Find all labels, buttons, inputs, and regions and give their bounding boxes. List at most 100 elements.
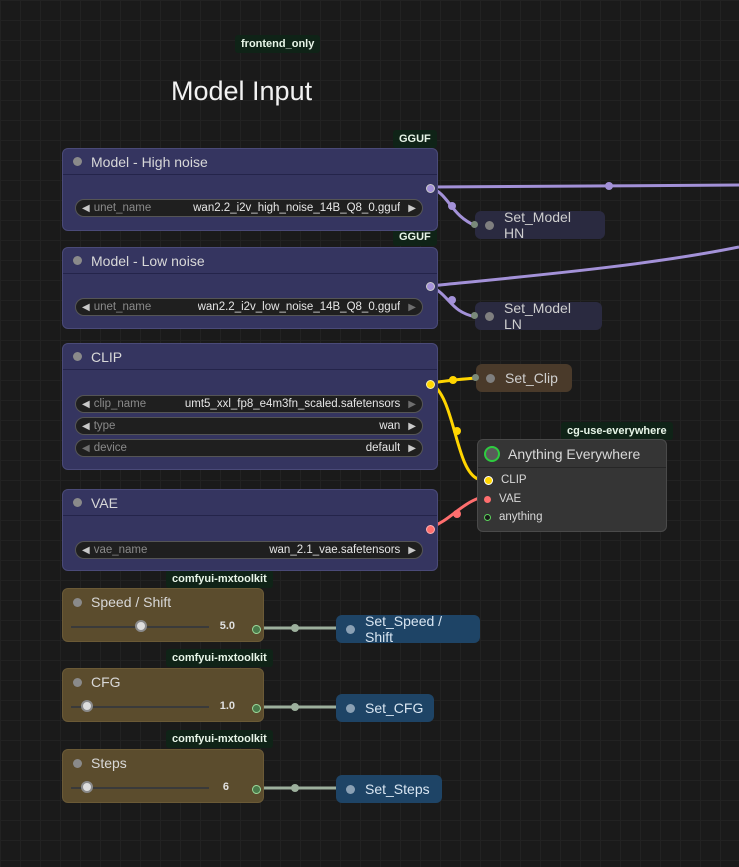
input-slot[interactable] [471, 312, 478, 319]
gguf-badge: GGUF [393, 130, 437, 148]
arrow-left-icon[interactable]: ◀ [82, 398, 90, 410]
input-slot[interactable] [472, 374, 479, 381]
input-vae[interactable]: VAE [484, 493, 521, 505]
arrow-left-icon[interactable]: ◀ [82, 544, 90, 556]
node-header[interactable]: Anything Everywhere [478, 440, 666, 468]
unet-name-combo[interactable]: ◀ unet_name wan2.2_i2v_high_noise_14B_Q8… [75, 199, 423, 217]
clip-name-combo[interactable]: ◀ clip_name umt5_xxl_fp8_e4m3fn_scaled.s… [75, 395, 423, 413]
node-header[interactable]: Steps [63, 750, 263, 776]
arrow-left-icon[interactable]: ◀ [82, 202, 90, 214]
widget-label: vae_name [93, 544, 148, 556]
wire-model-low-main [429, 245, 739, 288]
arrow-right-icon[interactable]: ▶ [408, 420, 416, 432]
collapse-dot-icon[interactable] [73, 256, 82, 265]
model-output-slot[interactable] [426, 282, 435, 291]
collapse-dot-icon[interactable] [73, 758, 82, 768]
anything-everywhere-node[interactable]: Anything Everywhere CLIP VAE anything [477, 439, 667, 532]
arrow-right-icon[interactable]: ▶ [408, 544, 416, 556]
slider[interactable]: 6 [71, 778, 255, 798]
model-output-slot[interactable] [426, 184, 435, 193]
set-speed-shift-node[interactable]: Set_Speed / Shift [336, 613, 480, 645]
node-header[interactable]: Model - Low noise [63, 248, 437, 274]
input-slot[interactable] [471, 221, 478, 228]
arrow-left-icon[interactable]: ◀ [82, 442, 90, 454]
input-slot[interactable] [484, 513, 491, 521]
widget-value: wan [379, 420, 401, 432]
arrow-left-icon[interactable]: ◀ [82, 420, 90, 432]
cfg-node[interactable]: CFG 1.0 [62, 668, 264, 722]
input-label: anything [499, 511, 543, 523]
frontend-only-badge: frontend_only [235, 35, 321, 53]
slider[interactable]: 5.0 [71, 617, 255, 637]
node-header[interactable]: Model - High noise [63, 149, 437, 175]
output-slot[interactable] [252, 785, 261, 794]
set-cfg-node[interactable]: Set_CFG [336, 694, 434, 722]
node-title: Set_Model LN [504, 300, 571, 332]
arrow-right-icon[interactable]: ▶ [408, 202, 416, 214]
wire-reroute-dot [453, 510, 461, 518]
node-title: Set_Speed / Shift [365, 613, 443, 645]
widget-value: wan2.2_i2v_high_noise_14B_Q8_0.gguf [193, 202, 401, 214]
input-label: VAE [499, 493, 522, 505]
group-title[interactable]: Model Input [171, 76, 313, 106]
node-title: Anything Everywhere [508, 445, 641, 462]
slider-track[interactable] [71, 706, 209, 708]
arrow-right-icon[interactable]: ▶ [408, 301, 416, 313]
clip-output-slot[interactable] [426, 380, 435, 389]
clip-device-combo[interactable]: ◀ device default ▶ [75, 439, 423, 457]
model-low-noise-node[interactable]: Model - Low noise ◀ unet_name wan2.2_i2v… [62, 247, 438, 329]
vae-output-slot[interactable] [426, 525, 435, 534]
node-header[interactable]: VAE [63, 490, 437, 516]
node-header[interactable]: Speed / Shift [63, 589, 263, 615]
node-header[interactable]: CLIP [63, 344, 437, 370]
collapse-dot-icon[interactable] [485, 220, 494, 230]
output-slot[interactable] [252, 704, 261, 713]
set-model-hn-node[interactable]: Set_Model HN [471, 209, 605, 241]
node-header[interactable]: CFG [63, 669, 263, 695]
collapse-dot-icon[interactable] [73, 157, 82, 166]
wire-reroute-dot [453, 427, 461, 435]
input-slot[interactable] [484, 495, 491, 503]
collapse-dot-icon[interactable] [485, 311, 494, 321]
slider[interactable]: 1.0 [71, 697, 255, 717]
input-anything[interactable]: anything [484, 511, 542, 523]
slider-track[interactable] [71, 787, 209, 789]
slider-knob[interactable] [135, 620, 147, 632]
node-title: Set_Model HN [504, 209, 571, 241]
slider-value: 6 [222, 781, 229, 793]
collapse-dot-icon[interactable] [346, 624, 355, 634]
slider-knob[interactable] [81, 781, 93, 793]
status-ring-icon[interactable] [484, 445, 500, 462]
arrow-right-icon[interactable]: ▶ [408, 442, 416, 454]
collapse-dot-icon[interactable] [73, 597, 82, 607]
collapse-dot-icon[interactable] [346, 703, 355, 713]
arrow-right-icon[interactable]: ▶ [408, 398, 416, 410]
set-clip-node[interactable]: Set_Clip [472, 364, 572, 392]
collapse-dot-icon[interactable] [346, 784, 355, 794]
model-high-noise-node[interactable]: Model - High noise ◀ unet_name wan2.2_i2… [62, 148, 438, 231]
collapse-dot-icon[interactable] [73, 677, 82, 687]
unet-name-combo[interactable]: ◀ unet_name wan2.2_i2v_low_noise_14B_Q8_… [75, 298, 423, 316]
wire-model-high-main [429, 183, 739, 189]
vae-loader-node[interactable]: VAE ◀ vae_name wan_2.1_vae.safetensors ▶ [62, 489, 438, 571]
wire-reroute-dot [448, 296, 456, 304]
collapse-dot-icon[interactable] [73, 498, 82, 507]
input-slot[interactable] [484, 475, 493, 485]
widget-label: unet_name [93, 202, 152, 214]
clip-type-combo[interactable]: ◀ type wan ▶ [75, 417, 423, 435]
arrow-left-icon[interactable]: ◀ [82, 301, 90, 313]
gguf-badge: GGUF [393, 228, 437, 246]
vae-name-combo[interactable]: ◀ vae_name wan_2.1_vae.safetensors ▶ [75, 541, 423, 559]
collapse-dot-icon[interactable] [486, 373, 495, 383]
collapse-dot-icon[interactable] [73, 352, 82, 361]
input-clip[interactable]: CLIP [484, 474, 527, 486]
steps-node[interactable]: Steps 6 [62, 749, 264, 803]
mxtoolkit-badge: comfyui-mxtoolkit [166, 570, 273, 588]
output-slot[interactable] [252, 625, 261, 634]
speed-shift-node[interactable]: Speed / Shift 5.0 [62, 588, 264, 642]
set-steps-node[interactable]: Set_Steps [336, 775, 442, 803]
set-model-ln-node[interactable]: Set_Model LN [471, 300, 602, 332]
slider-knob[interactable] [81, 700, 93, 712]
node-title: Steps [91, 755, 127, 771]
clip-loader-node[interactable]: CLIP ◀ clip_name umt5_xxl_fp8_e4m3fn_sca… [62, 343, 438, 470]
